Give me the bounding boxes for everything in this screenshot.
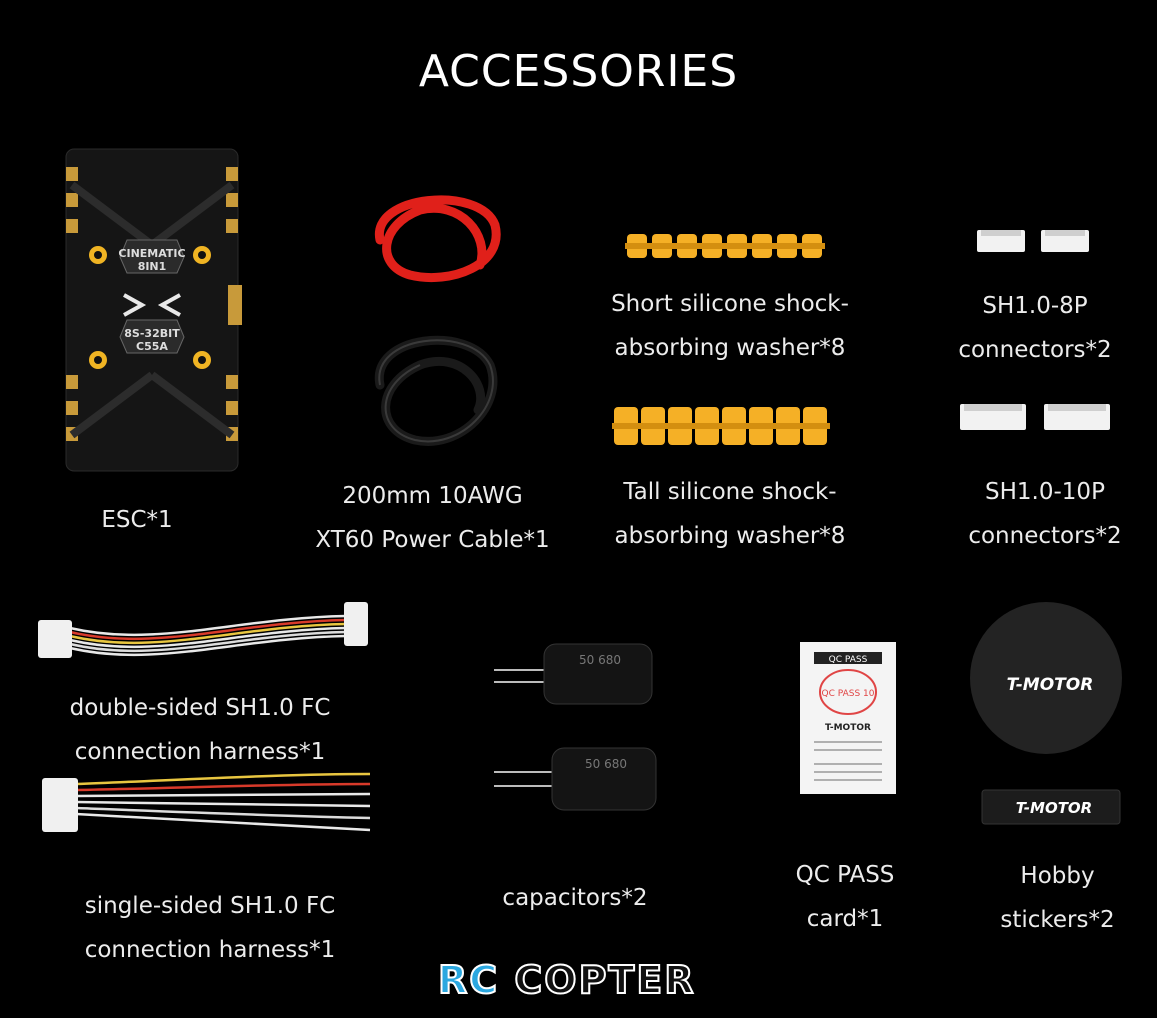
qc-card-stamp: QC PASS 10 xyxy=(822,689,875,699)
sticker-rect-brand: T-MOTOR xyxy=(1016,799,1092,817)
short-washer-image xyxy=(625,234,825,258)
rc-copter-watermark: RC COPTER xyxy=(437,952,728,1008)
single-harness-image xyxy=(42,772,371,832)
watermark-part2: COPTER xyxy=(513,957,696,1003)
esc-board-text-top2: 8IN1 xyxy=(138,260,167,273)
double-harness-image xyxy=(38,602,368,658)
qc-card-brand: T-MOTOR xyxy=(825,723,871,733)
qc-card-caption: QC PASS card*1 xyxy=(795,862,895,932)
sh8p-connector-image xyxy=(977,230,1089,252)
capacitors-image: 50 680 50 680 xyxy=(494,643,657,811)
esc-board-text-bottom2: C55A xyxy=(136,340,168,353)
sh8p-caption: SH1.0-8P connectors*2 xyxy=(958,293,1112,363)
power-cable-caption: 200mm 10AWG XT60 Power Cable*1 xyxy=(315,483,550,553)
watermark-part1: RC xyxy=(437,957,500,1003)
qc-card-image: QC PASS QC PASS 10 T-MOTOR xyxy=(800,642,896,794)
hobby-stickers-image: T-MOTOR T-MOTOR xyxy=(970,602,1122,825)
esc-image: CINEMATIC 8IN1 8S-32BIT C55A xyxy=(65,148,242,472)
power-cable-image xyxy=(374,195,501,446)
esc-board-text-bottom: 8S-32BIT xyxy=(124,327,180,340)
esc-caption: ESC*1 xyxy=(101,507,173,533)
tall-washer-image xyxy=(612,407,830,445)
hobby-stickers-caption: Hobby stickers*2 xyxy=(1000,863,1115,933)
capacitor-print-1: 50 680 xyxy=(579,653,621,667)
capacitors-caption: capacitors*2 xyxy=(502,885,648,911)
tall-washer-caption: Tall silicone shock- absorbing washer*8 xyxy=(614,479,846,549)
sh10p-connector-image xyxy=(960,404,1110,430)
sticker-round-brand: T-MOTOR xyxy=(1007,675,1094,695)
single-harness-caption: single-sided SH1.0 FC connection harness… xyxy=(84,893,336,963)
capacitor-print-2: 50 680 xyxy=(585,757,627,771)
sh10p-caption: SH1.0-10P connectors*2 xyxy=(968,479,1122,549)
short-washer-caption: Short silicone shock- absorbing washer*8 xyxy=(611,291,849,361)
esc-board-text-top: CINEMATIC xyxy=(118,247,185,260)
qc-card-header: QC PASS xyxy=(829,655,868,665)
page-title: ACCESSORIES xyxy=(418,46,739,97)
double-harness-caption: double-sided SH1.0 FC connection harness… xyxy=(69,695,331,765)
